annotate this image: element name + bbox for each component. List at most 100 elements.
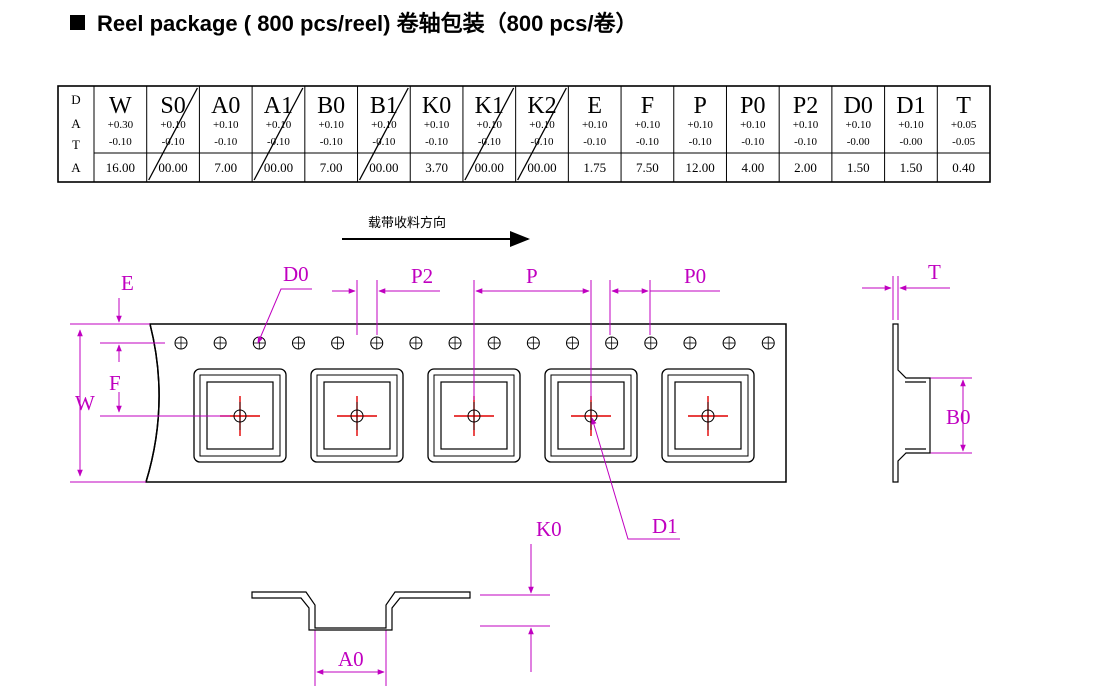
- table-tol-plus: +0.10: [740, 119, 766, 131]
- table-tol-minus: -0.10: [162, 136, 185, 148]
- table-value-b0: 7.00: [320, 160, 343, 175]
- side-view-outline: [892, 323, 931, 483]
- label-t: T: [928, 260, 941, 284]
- table-cross-out-line: [358, 87, 409, 181]
- table-cross-out-line: [148, 87, 198, 181]
- table-tol-minus: -0.10: [320, 136, 343, 148]
- direction-caption: 载带收料方向: [368, 215, 446, 231]
- dimension-table: DATAW+0.30-0.1016.00S0+0.10-0.1000.00A0+…: [57, 85, 991, 183]
- tape-cut-edge: [145, 323, 160, 483]
- table-tol-minus: -0.10: [372, 136, 395, 148]
- table-value-w: 16.00: [106, 160, 135, 175]
- table-tol-plus: +0.10: [213, 119, 239, 131]
- table-tol-minus: -0.10: [636, 136, 659, 148]
- label-p0: P0: [684, 264, 706, 288]
- label-d0: D0: [283, 262, 309, 286]
- label-e: E: [121, 271, 134, 295]
- table-value-k2: 00.00: [527, 160, 556, 175]
- table-value-b1: 00.00: [369, 160, 398, 175]
- table-side-letter: D: [71, 92, 80, 107]
- table-cross-out-line: [517, 87, 567, 181]
- table-header-t: T: [956, 93, 971, 119]
- table-cross-out-line: [464, 87, 515, 181]
- dim-d0-leader: [257, 288, 312, 344]
- tape-side-view: [892, 323, 931, 483]
- table-tol-plus: +0.30: [108, 119, 134, 131]
- table-header-p0: P0: [740, 93, 765, 119]
- table-header-b0: B0: [317, 93, 345, 119]
- table-frame: [57, 85, 991, 183]
- table-tol-minus: -0.10: [741, 136, 764, 148]
- table-tol-minus: -0.10: [267, 136, 290, 148]
- pockets: [193, 368, 755, 463]
- dim-d1-leader: [591, 417, 680, 540]
- table-tol-plus: +0.05: [951, 119, 977, 131]
- table-header-f: F: [641, 93, 654, 119]
- table-side-letter: A: [71, 116, 81, 131]
- table-header-d0: D0: [844, 93, 873, 119]
- table-value-t: 0.40: [952, 160, 975, 175]
- table-tol-minus: -0.10: [214, 136, 237, 148]
- cross-section-outline: [251, 591, 471, 631]
- table-tol-plus: +0.10: [846, 119, 872, 131]
- table-header-d1: D1: [896, 93, 925, 119]
- table-tol-plus: +0.10: [371, 119, 397, 131]
- table-value-k0: 3.70: [425, 160, 448, 175]
- table-value-s0: 00.00: [158, 160, 187, 175]
- table-tol-minus: -0.10: [478, 136, 501, 148]
- table-tol-minus: -0.10: [794, 136, 817, 148]
- table-tol-plus: +0.10: [793, 119, 819, 131]
- table-tol-plus: +0.10: [424, 119, 450, 131]
- table-value-a1: 00.00: [264, 160, 293, 175]
- label-f: F: [109, 371, 121, 395]
- table-tol-plus: +0.10: [687, 119, 713, 131]
- table-value-d0: 1.50: [847, 160, 870, 175]
- carrier-tape-top-view: [144, 323, 787, 483]
- table-header-w: W: [109, 93, 132, 119]
- label-d1: D1: [652, 514, 678, 538]
- table-value-f: 7.50: [636, 160, 659, 175]
- table-header-b1: B1: [370, 93, 398, 119]
- table-tol-minus: -0.05: [952, 136, 975, 148]
- table-tol-plus: +0.10: [318, 119, 344, 131]
- table-header-e: E: [587, 93, 602, 119]
- label-p2: P2: [411, 264, 433, 288]
- table-tol-minus: -0.10: [531, 136, 554, 148]
- sprocket-holes: [174, 336, 775, 350]
- table-header-p: P: [693, 93, 706, 119]
- table-tol-plus: +0.10: [266, 119, 292, 131]
- table-tol-plus: +0.10: [529, 119, 555, 131]
- table-tol-minus: -0.10: [425, 136, 448, 148]
- table-tol-plus: +0.10: [160, 119, 186, 131]
- label-p: P: [526, 264, 538, 288]
- table-tol-minus: -0.10: [109, 136, 132, 148]
- table-header-p2: P2: [793, 93, 818, 119]
- label-a0: A0: [338, 647, 364, 671]
- table-header-a0: A0: [211, 93, 240, 119]
- bullet-square-icon: [70, 15, 85, 30]
- table-value-k1: 00.00: [475, 160, 504, 175]
- table-tol-plus: +0.10: [635, 119, 661, 131]
- label-k0: K0: [536, 517, 562, 541]
- table-tol-minus: -0.10: [689, 136, 712, 148]
- table-value-a0: 7.00: [214, 160, 237, 175]
- table-tol-minus: -0.00: [899, 136, 922, 148]
- tape-cross-section: [251, 591, 471, 631]
- page-title-text: Reel package ( 800 pcs/reel) 卷轴包装（800 pc…: [97, 11, 638, 36]
- table-tol-minus: -0.10: [583, 136, 606, 148]
- table-value-d1: 1.50: [900, 160, 923, 175]
- table-value-p: 12.00: [685, 160, 714, 175]
- table-value-p0: 4.00: [741, 160, 764, 175]
- table-tol-plus: +0.10: [582, 119, 608, 131]
- table-tol-plus: +0.10: [477, 119, 503, 131]
- table-side-letter: A: [71, 160, 81, 175]
- table-tol-minus: -0.00: [847, 136, 870, 148]
- table-value-p2: 2.00: [794, 160, 817, 175]
- table-side-letter: T: [72, 137, 80, 152]
- table-header-s0: S0: [160, 93, 185, 119]
- page-title: Reel package ( 800 pcs/reel) 卷轴包装（800 pc…: [70, 6, 637, 38]
- label-w: W: [75, 391, 95, 415]
- table-cross-out-line: [253, 87, 304, 181]
- label-b0: B0: [946, 405, 971, 429]
